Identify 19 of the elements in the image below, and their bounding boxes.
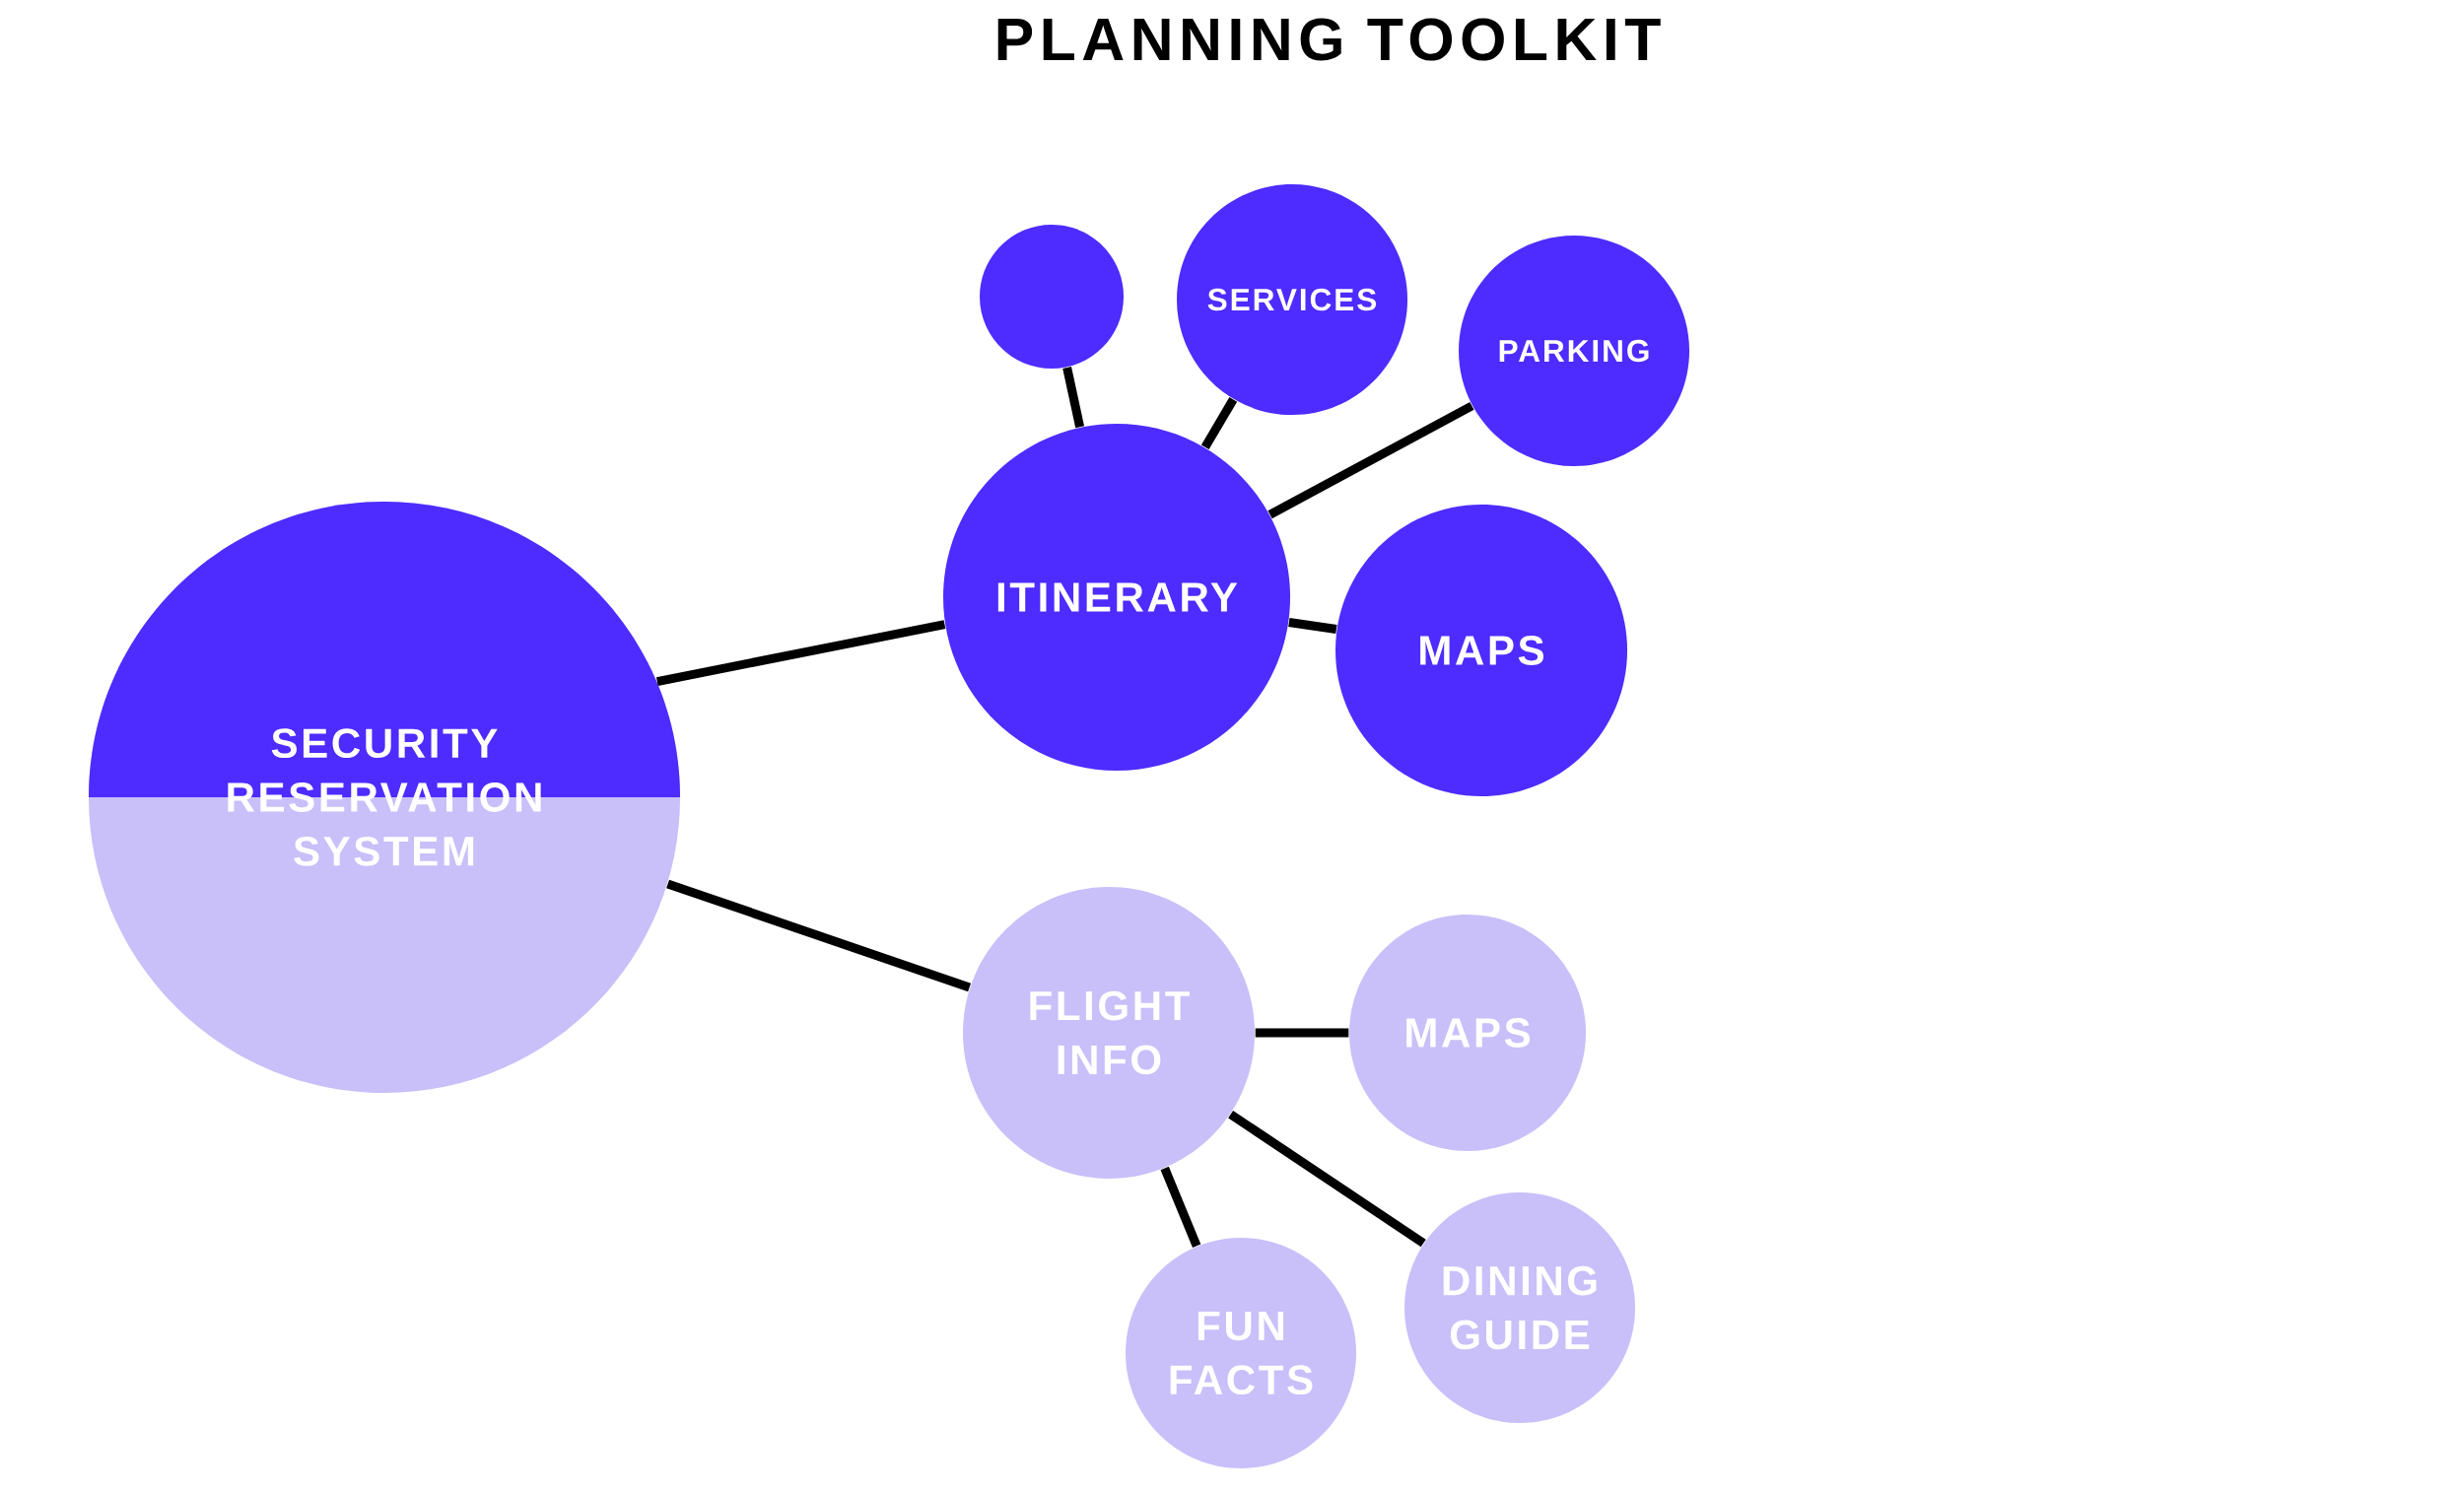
topic-bubble: SERVICES <box>1177 184 1407 415</box>
topic-bubble: FLIGHT INFO <box>963 887 1255 1179</box>
topic-bubble: MAPS <box>1335 505 1628 796</box>
topic-bubble: DINING GUIDE <box>1404 1192 1635 1423</box>
topic-bubble: PARKING <box>1459 236 1689 466</box>
connector-line <box>1267 401 1474 519</box>
connector-line <box>1255 1028 1349 1038</box>
connector-line <box>1228 1110 1426 1248</box>
connector-line <box>666 879 972 992</box>
connector-line <box>1160 1166 1201 1248</box>
connector-line <box>1200 397 1238 450</box>
topic-bubble: MAPS <box>1349 915 1587 1151</box>
connector-line <box>655 620 946 686</box>
section-heading: PLANNING TOOLKIT <box>997 18 1661 61</box>
empty-bubble <box>980 225 1124 369</box>
connector-line <box>1288 618 1337 634</box>
topic-bubble: FUN FACTS <box>1126 1238 1356 1469</box>
topic-bubble: ITINERARY <box>943 424 1290 771</box>
connector-line <box>1062 367 1085 429</box>
